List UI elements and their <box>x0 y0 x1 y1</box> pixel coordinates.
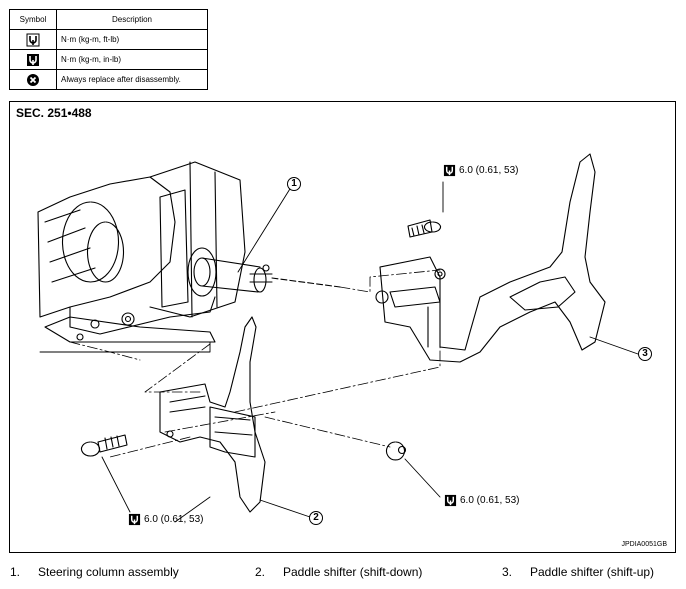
torque-wrench-icon <box>26 33 40 46</box>
callout-3: 3 <box>638 347 652 361</box>
caption-item: 1. Steering column assembly <box>10 565 179 579</box>
callout-1: 1 <box>287 177 301 191</box>
caption-number: 2. <box>255 565 266 579</box>
section-label: SEC. 251•488 <box>16 106 92 120</box>
legend-description: Always replace after disassembly. <box>56 69 208 90</box>
paddle-shifter-shift-down <box>80 316 407 513</box>
caption-text: Paddle shifter (shift-down) <box>283 565 423 579</box>
torque-wrench-solid-icon <box>444 494 457 507</box>
figure-code: JPDIA0051GB <box>621 541 667 548</box>
leader-lines <box>101 181 639 523</box>
legend-description: N·m (kg-m, in-lb) <box>56 49 208 70</box>
torque-wrench-solid-icon <box>128 513 141 526</box>
torque-spec-bottom-right: 6.0 (0.61, 53) <box>444 494 519 507</box>
diagram-frame: SEC. 251•488 <box>9 101 676 553</box>
torque-value: 6.0 (0.61, 53) <box>460 495 520 506</box>
steering-column-assembly <box>37 161 341 353</box>
exploded-view-drawing <box>37 153 639 523</box>
callout-2: 2 <box>309 511 323 525</box>
legend-header-symbol: Symbol <box>9 9 57 30</box>
legend-header-description: Description <box>56 9 208 30</box>
symbol-legend-table: Symbol Description N·m (kg-m, ft-lb) N·m… <box>9 9 208 90</box>
caption-text: Paddle shifter (shift-up) <box>530 565 655 579</box>
torque-spec-top: 6.0 (0.61, 53) <box>443 164 518 177</box>
legend-row: N·m (kg-m, in-lb) <box>9 49 208 70</box>
torque-value: 6.0 (0.61, 53) <box>144 514 204 525</box>
caption-item: 2. Paddle shifter (shift-down) <box>255 565 422 579</box>
paddle-shifter-shift-up <box>375 153 606 363</box>
replace-part-icon <box>27 73 39 86</box>
torque-wrench-solid-icon <box>27 53 39 66</box>
caption-item: 3. Paddle shifter (shift-up) <box>502 565 654 579</box>
legend-row: Always replace after disassembly. <box>9 69 208 90</box>
caption-text: Steering column assembly <box>38 565 179 579</box>
caption-number: 1. <box>10 565 21 579</box>
legend-header-row: Symbol Description <box>9 9 208 30</box>
torque-wrench-solid-icon <box>443 164 456 177</box>
legend-description: N·m (kg-m, ft-lb) <box>56 29 208 50</box>
torque-spec-bottom-left: 6.0 (0.61, 53) <box>128 513 203 526</box>
caption-number: 3. <box>502 565 513 579</box>
torque-value: 6.0 (0.61, 53) <box>459 165 519 176</box>
legend-row: N·m (kg-m, ft-lb) <box>9 29 208 50</box>
